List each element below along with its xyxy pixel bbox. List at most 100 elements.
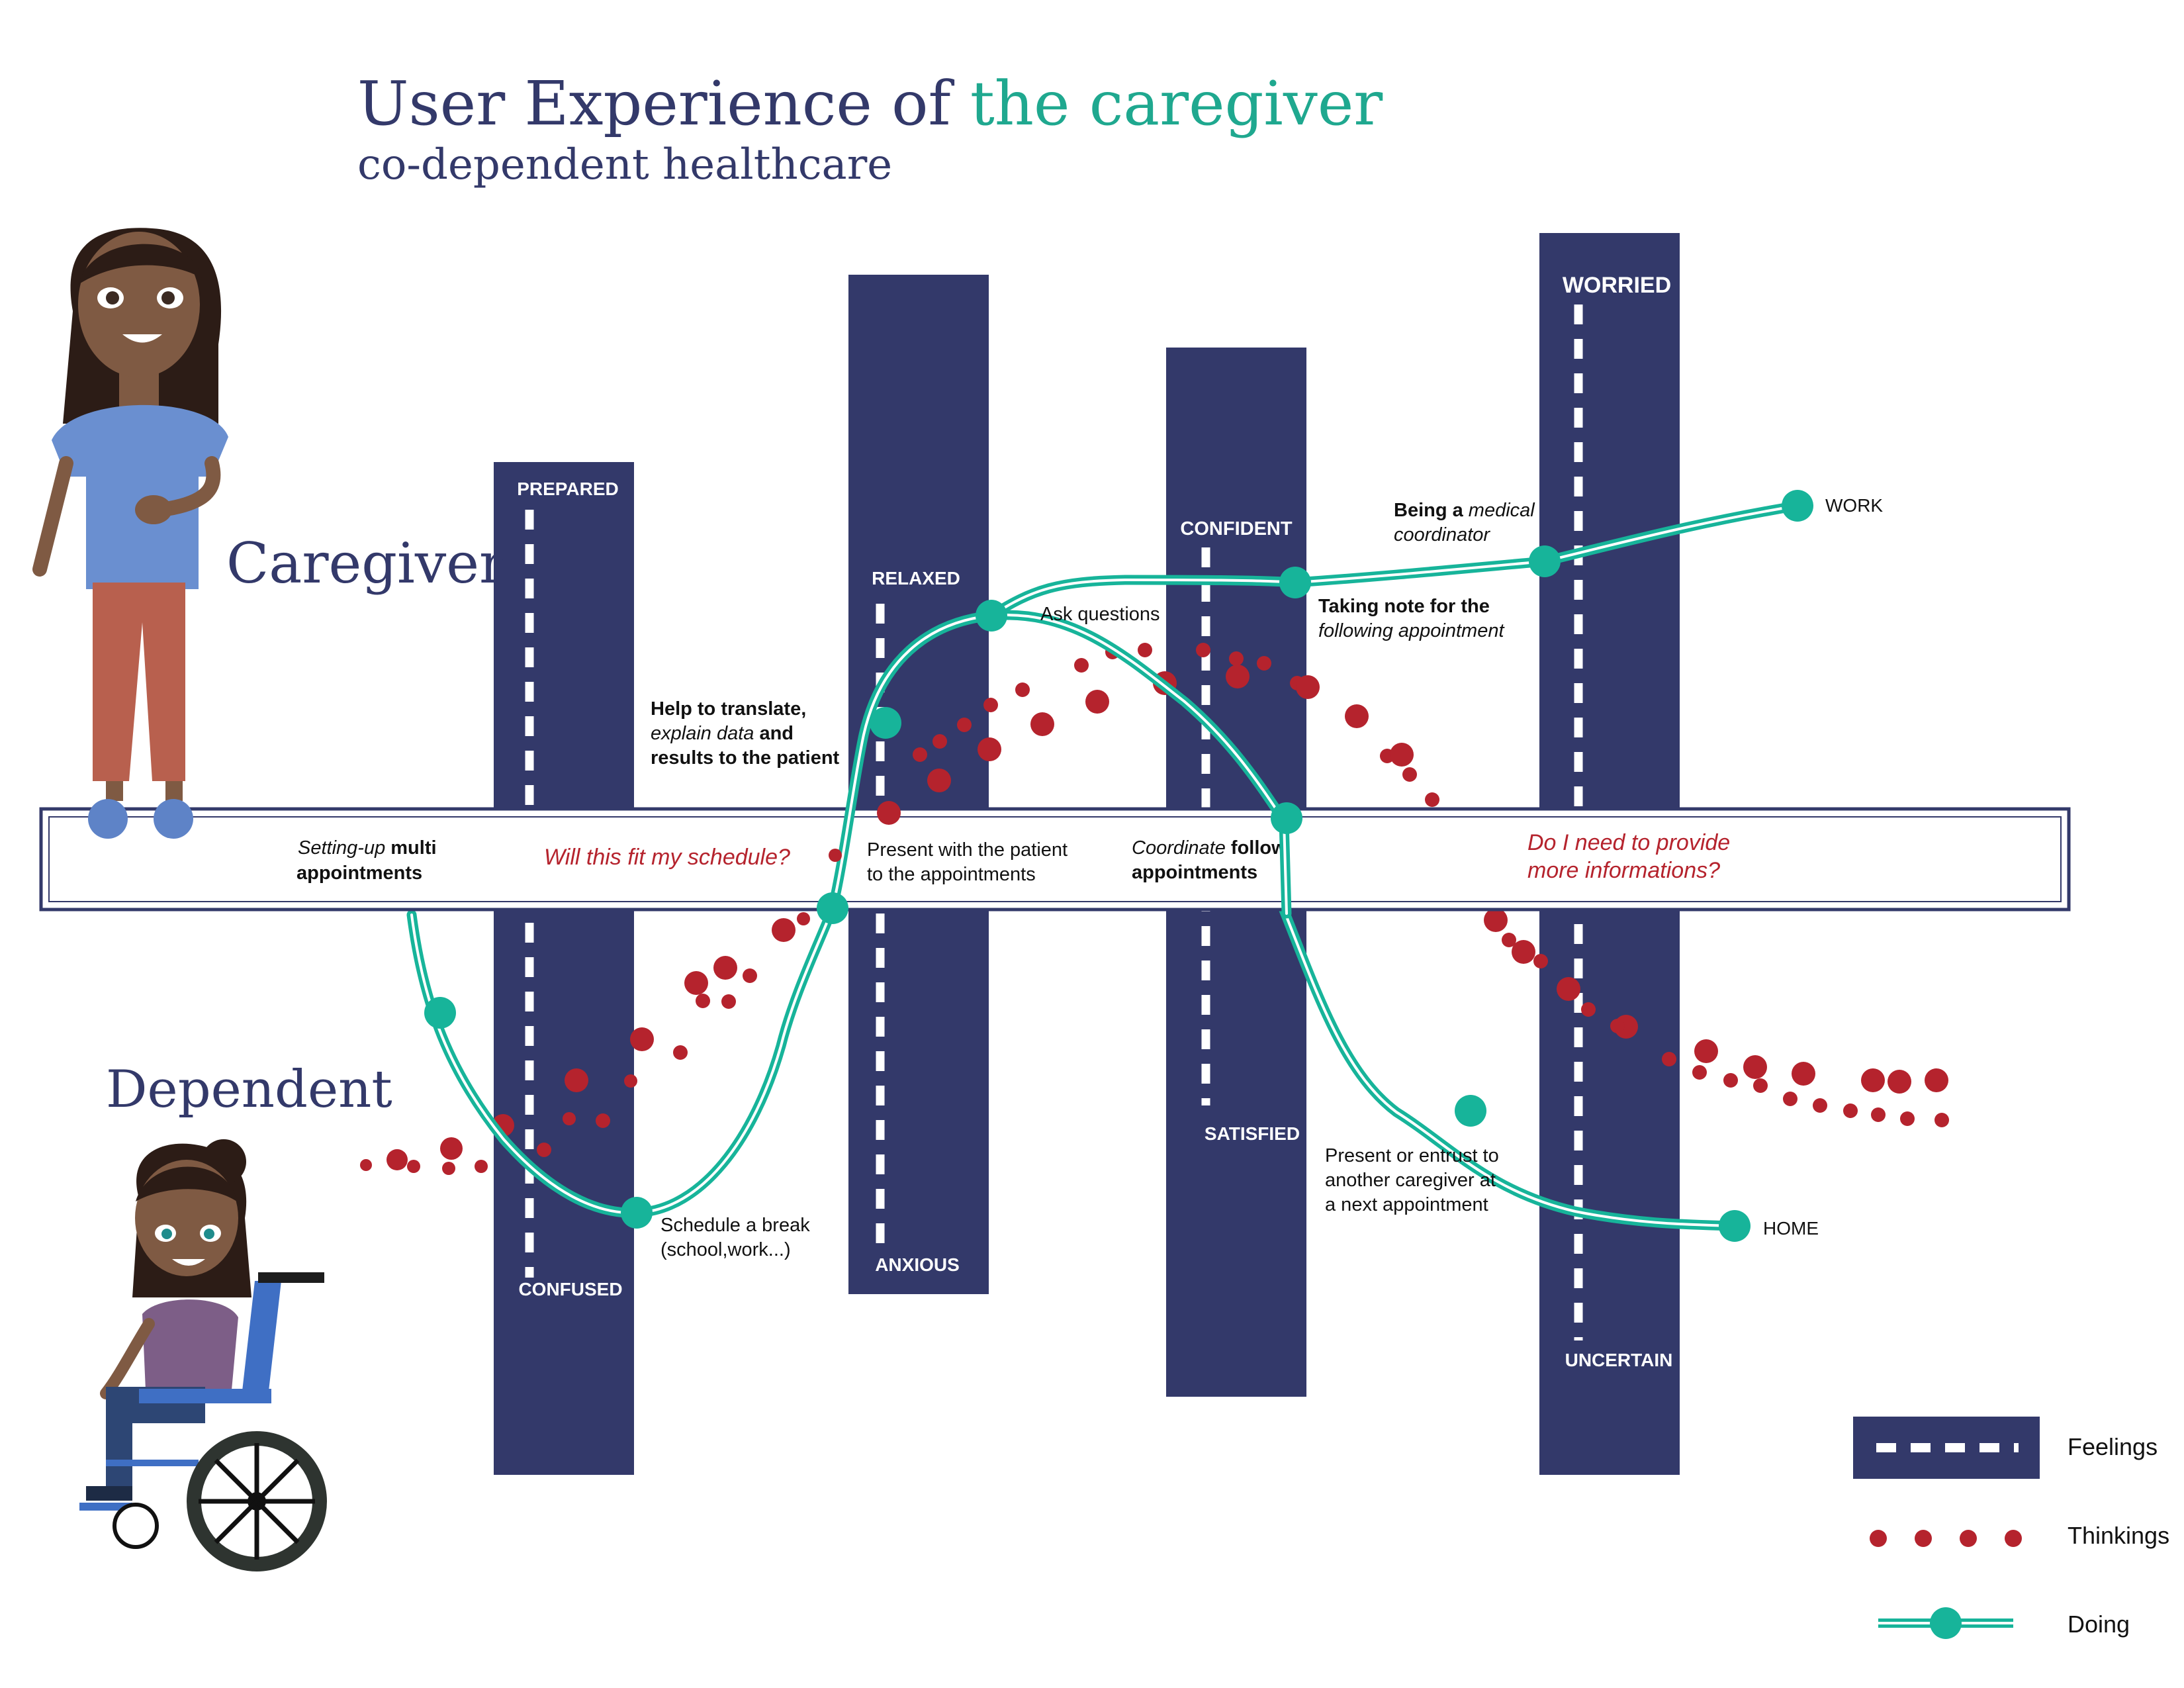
feeling-relaxed: RELAXED xyxy=(872,568,960,588)
thinking-dot-25 xyxy=(913,747,927,762)
thinking-dot-26 xyxy=(927,769,951,792)
thinking-dot-36 xyxy=(1138,643,1152,657)
band-inner xyxy=(48,816,2062,902)
note-help-line1: Help to translate, xyxy=(651,698,806,720)
caregiver-smile xyxy=(122,334,162,343)
doing-node-3 xyxy=(817,892,848,924)
note-being-line1: Being a medical xyxy=(1394,500,1535,521)
feeling-confused: CONFUSED xyxy=(518,1279,622,1299)
thinking-dot-61 xyxy=(1694,1039,1718,1063)
note-present-line3: a next appointment xyxy=(1325,1194,1488,1215)
thinking-dot-34 xyxy=(1085,690,1109,714)
band-setup-line2: appointments xyxy=(296,863,422,884)
title-part-1: User Experience of xyxy=(357,68,955,139)
band-setup-line1: Setting-up multi xyxy=(298,837,437,859)
thinking-dot-41 xyxy=(1257,656,1271,671)
wheelchair-spokes xyxy=(199,1443,315,1560)
caregiver-pants xyxy=(93,583,185,781)
doing-path-low-right-inner xyxy=(1283,909,1735,1227)
doing-node-1 xyxy=(424,997,456,1029)
thinking-dot-12 xyxy=(624,1074,637,1088)
thinking-dot-38 xyxy=(1196,643,1210,657)
wheelchair-big-wheel xyxy=(187,1431,327,1571)
thinking-dot-66 xyxy=(1792,1062,1815,1086)
doing-node-4 xyxy=(870,707,901,739)
thinking-dot-59 xyxy=(1610,1019,1625,1033)
thinking-dot-54 xyxy=(1512,940,1535,964)
caregiver-hand xyxy=(135,495,172,524)
caregiver-illustration xyxy=(32,228,228,839)
thinking-dot-46 xyxy=(1390,743,1414,767)
doing-node-10 xyxy=(1455,1095,1486,1127)
thinking-dot-52 xyxy=(1484,908,1508,932)
band-coordinate-bold: follow xyxy=(1226,837,1287,859)
note-ask-questions: Ask questions xyxy=(1040,604,1160,625)
thinking-dot-14 xyxy=(673,1045,688,1060)
thinking-dot-11 xyxy=(596,1113,610,1128)
legend-thinkings-swatch xyxy=(1870,1530,2022,1547)
band-thought-info-line1: Do I need to provide xyxy=(1527,830,1730,855)
thinking-dot-19 xyxy=(743,968,757,983)
thinking-dot-73 xyxy=(1900,1111,1915,1126)
thinking-dot-8 xyxy=(537,1143,551,1157)
legend-thinkings-label: Thinkings xyxy=(2068,1522,2169,1549)
thinking-dot-53 xyxy=(1502,933,1516,947)
feeling-column-2 xyxy=(848,275,989,1294)
thinking-dot-56 xyxy=(1557,977,1580,1001)
doing-nodes xyxy=(424,490,1813,1242)
note-taking-line2: following appointment xyxy=(1318,620,1505,641)
note-schedule-line1: Schedule a break xyxy=(660,1215,810,1236)
thinking-dot-28 xyxy=(957,718,972,732)
legend: Feelings Thinkings Doing xyxy=(1853,1417,2169,1639)
caregiver-label: Caregiver xyxy=(226,531,506,596)
note-being-line2: coordinator xyxy=(1394,524,1490,545)
note-help-line3: results to the patient xyxy=(651,747,840,769)
thinking-dot-71 xyxy=(1871,1107,1886,1122)
thinking-dot-32 xyxy=(1030,712,1054,736)
page-subtitle: co-dependent healthcare xyxy=(357,140,892,189)
note-help-bold: and xyxy=(754,723,794,744)
doing-path-band-inner xyxy=(1283,820,1288,915)
dependent-smile xyxy=(172,1259,205,1266)
caregiver-shoe-left xyxy=(88,799,128,839)
thinking-dot-5 xyxy=(442,1162,455,1175)
band-setup-bold: multi xyxy=(385,837,436,859)
thinking-dot-30 xyxy=(983,698,998,712)
thinking-dot-43 xyxy=(1296,675,1320,699)
caregiver-ankle-right xyxy=(165,781,183,801)
dependent-dress xyxy=(142,1299,238,1390)
doing-node-8 xyxy=(1782,490,1813,522)
dependent-label: Dependent xyxy=(106,1060,392,1119)
feeling-anxious: ANXIOUS xyxy=(875,1254,960,1275)
caregiver-pupil-right xyxy=(161,291,175,305)
thinking-dot-62 xyxy=(1692,1065,1707,1080)
note-help-line2: explain data and xyxy=(651,723,794,744)
note-present-line1: Present or entrust to xyxy=(1325,1145,1499,1166)
thinking-dot-17 xyxy=(713,956,737,980)
thinking-dot-60 xyxy=(1662,1052,1676,1066)
thinking-dot-27 xyxy=(933,734,947,749)
thinking-dot-15 xyxy=(696,994,710,1008)
thinking-dot-4 xyxy=(440,1137,463,1160)
thinking-dot-21 xyxy=(797,912,810,925)
feeling-prepared: PREPARED xyxy=(517,479,619,499)
dependent-pupil-left xyxy=(161,1229,172,1239)
note-taking-line1: Taking note for the xyxy=(1318,596,1490,617)
thinking-dot-6 xyxy=(475,1160,488,1173)
caregiver-shirt xyxy=(52,404,228,589)
feeling-uncertain: UNCERTAIN xyxy=(1565,1350,1673,1370)
feeling-confident: CONFIDENT xyxy=(1180,518,1292,539)
wheelchair-back xyxy=(242,1281,281,1397)
band-thought-info-line2: more informations? xyxy=(1527,858,1720,883)
thinking-dot-74 xyxy=(1925,1068,1948,1092)
caregiver-ankle-left xyxy=(106,781,123,801)
thinking-dot-front-2 xyxy=(877,801,901,825)
page-title: User Experience of the caregiver xyxy=(357,68,1383,139)
wheelchair-footrest xyxy=(79,1503,132,1511)
thinking-dot-65 xyxy=(1753,1078,1768,1093)
dependent-arm xyxy=(100,1318,155,1399)
legend-feelings-label: Feelings xyxy=(2068,1433,2158,1460)
note-schedule-line2: (school,work...) xyxy=(660,1239,791,1260)
dependent-shoe xyxy=(86,1486,132,1501)
thinking-dot-33 xyxy=(1074,658,1089,673)
